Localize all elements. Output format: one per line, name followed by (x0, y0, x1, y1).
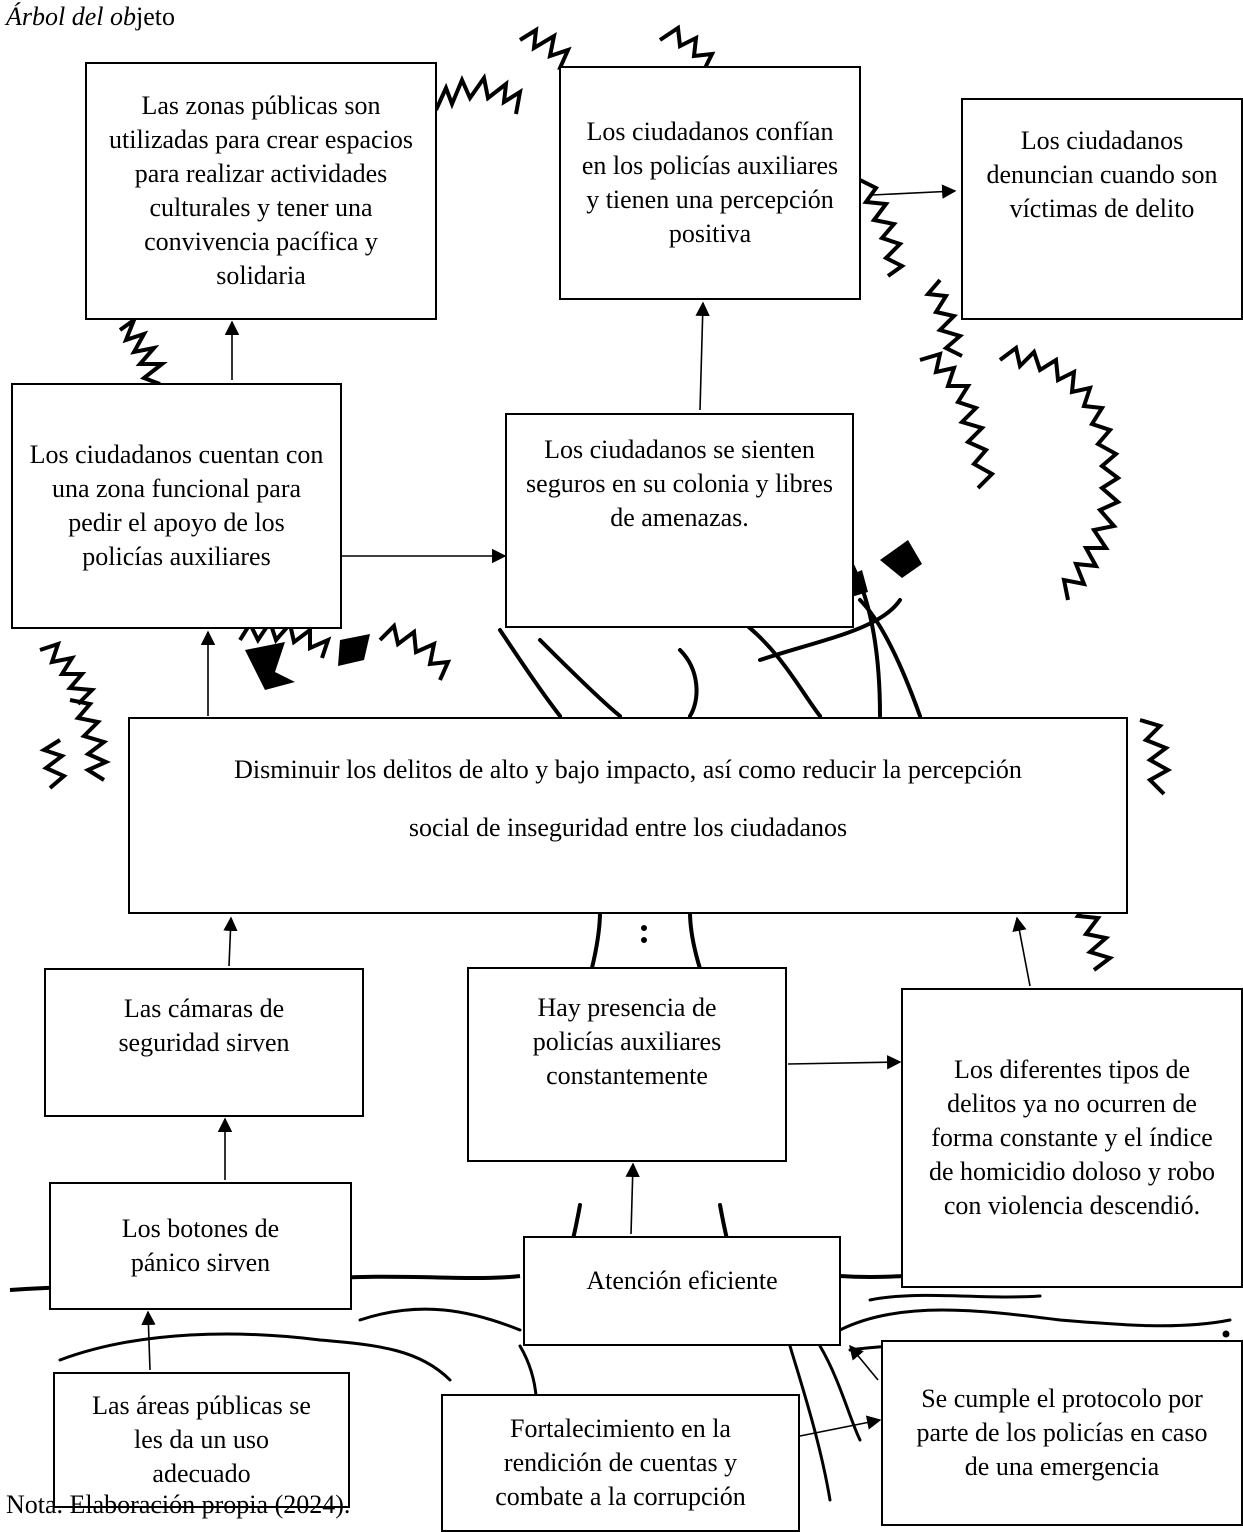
box-zonas-publicas: Las zonas públicas son utilizadas para c… (85, 62, 437, 320)
box-atencion: Atención eficiente (523, 1236, 841, 1346)
arrow-areas-to-botones (141, 1310, 156, 1371)
arrow-tipos-to-objetivo (1012, 916, 1031, 987)
box-confian: Los ciudadanos confían en los policías a… (559, 66, 861, 300)
arrow-camaras-to-objetivo (223, 916, 238, 967)
box-areas-publicas: Las áreas públicas se les da un uso adec… (53, 1372, 350, 1508)
box-tipos-delitos: Los diferentes tipos de delitos ya no oc… (901, 988, 1243, 1288)
box-protocolo: Se cumple el protocolo por parte de los … (881, 1340, 1243, 1526)
arrow-atencion-to-presencia (625, 1162, 640, 1235)
box-objetivo-principal: Disminuir los delitos de alto y bajo imp… (128, 717, 1128, 914)
arrow-seguros-to-confian (695, 301, 710, 411)
arrows (141, 184, 1031, 1437)
box-camaras: Las cámaras de seguridad sirven (44, 968, 364, 1117)
box-fortalecimiento: Fortalecimiento en la rendición de cuent… (441, 1394, 800, 1532)
source-note: Nota. Elaboración propia (2024). (6, 1490, 351, 1519)
arrow-presencia-to-tipos (787, 1055, 902, 1070)
arrow-protocolo-to-atencion (849, 1344, 879, 1381)
box-denuncian: Los ciudadanos denuncian cuando son víct… (961, 98, 1243, 320)
arrow-confian-to-denuncian (871, 184, 957, 199)
tree-trunk (498, 518, 922, 1332)
box-seguros: Los ciudadanos se sienten seguros en su … (505, 413, 854, 628)
box-botones: Los botones de pánico sirven (49, 1182, 352, 1310)
box-presencia: Hay presencia de policías auxiliares con… (467, 967, 787, 1162)
diagram-title: Árbol del objeto (6, 2, 175, 31)
arrow-fortalecimiento-to-protocolo (799, 1415, 882, 1437)
box-zona-funcional: Los ciudadanos cuentan con una zona func… (11, 383, 342, 629)
